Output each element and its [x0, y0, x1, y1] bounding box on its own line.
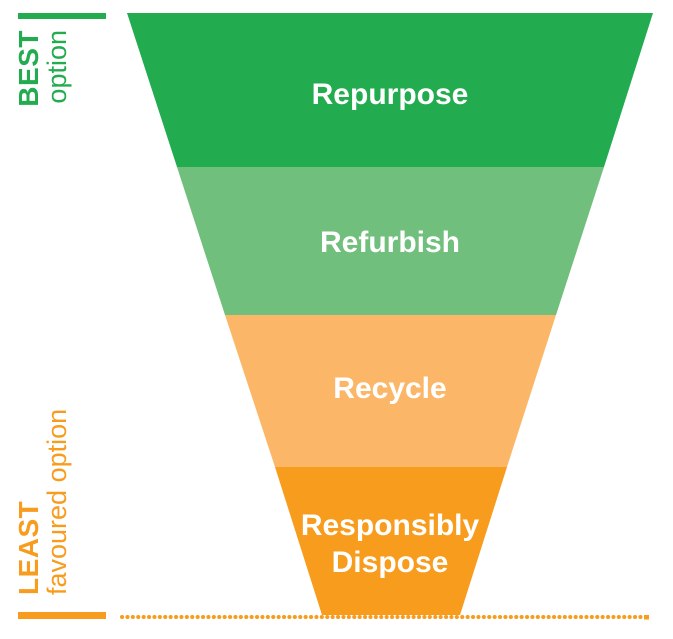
funnel-stage-label-recycle: Recycle [333, 372, 446, 405]
funnel-stage-repurpose [127, 13, 653, 167]
funnel-stage-label-refurbish: Refurbish [320, 226, 460, 259]
funnel-stage-responsibly-dispose [275, 467, 507, 615]
best-marker-bar [18, 13, 106, 19]
baseline-end-cap [644, 615, 649, 620]
funnel-stage-label-repurpose: Repurpose [312, 78, 469, 111]
funnel-stage-label-responsibly: Responsibly [301, 509, 480, 542]
funnel-stage-refurbish [177, 167, 604, 315]
funnel-stage-label-dispose: Dispose [332, 546, 449, 579]
funnel-stage-recycle [225, 315, 556, 467]
least-marker-bar [18, 612, 106, 619]
